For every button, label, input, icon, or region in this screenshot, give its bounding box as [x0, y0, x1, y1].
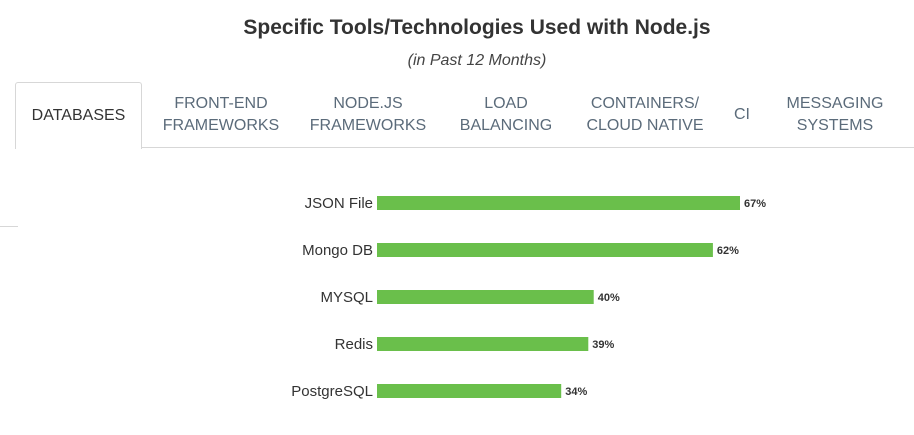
- tab-load-balancing[interactable]: LOAD BALANCING: [440, 82, 572, 148]
- chart-title: Specific Tools/Technologies Used with No…: [243, 16, 711, 39]
- tab-label: LOAD BALANCING: [459, 95, 553, 134]
- bar[interactable]: [377, 196, 740, 210]
- tab-bar: DATABASES FRONT-END FRAMEWORKS NODE.JS F…: [0, 82, 914, 149]
- category-label: Redis: [335, 336, 373, 353]
- tab-front-end-frameworks[interactable]: FRONT-END FRAMEWORKS: [146, 82, 296, 148]
- value-label: 34%: [565, 386, 587, 398]
- bar[interactable]: [377, 243, 713, 257]
- bar[interactable]: [377, 290, 594, 304]
- tab-label: MESSAGING SYSTEMS: [786, 95, 884, 134]
- category-label: Mongo DB: [302, 242, 373, 259]
- panel-edge: [0, 226, 18, 227]
- category-label: MYSQL: [320, 289, 373, 306]
- tab-containers-cloud-native[interactable]: CONTAINERS/ CLOUD NATIVE: [572, 82, 718, 148]
- value-label: 39%: [592, 339, 614, 351]
- tab-label: DATABASES: [31, 107, 126, 124]
- tab-label: NODE.JS FRAMEWORKS: [309, 95, 427, 134]
- tab-ci[interactable]: CI: [734, 82, 754, 148]
- tab-label: FRONT-END FRAMEWORKS: [162, 95, 280, 134]
- bar[interactable]: [377, 337, 589, 351]
- tab-bar-divider: [141, 147, 914, 148]
- tab-label: CI: [734, 106, 750, 123]
- value-label: 67%: [744, 198, 766, 210]
- bar[interactable]: [377, 384, 562, 398]
- tab-nodejs-frameworks[interactable]: NODE.JS FRAMEWORKS: [296, 82, 440, 148]
- tab-databases[interactable]: DATABASES: [15, 82, 142, 149]
- tab-label: CONTAINERS/ CLOUD NATIVE: [586, 95, 704, 134]
- value-label: 62%: [717, 245, 739, 257]
- tab-messaging-systems[interactable]: MESSAGING SYSTEMS: [770, 82, 900, 148]
- category-label: JSON File: [305, 195, 373, 212]
- value-label: 40%: [598, 292, 620, 304]
- chart-subtitle: (in Past 12 Months): [407, 52, 547, 69]
- category-label: PostgreSQL: [291, 383, 373, 400]
